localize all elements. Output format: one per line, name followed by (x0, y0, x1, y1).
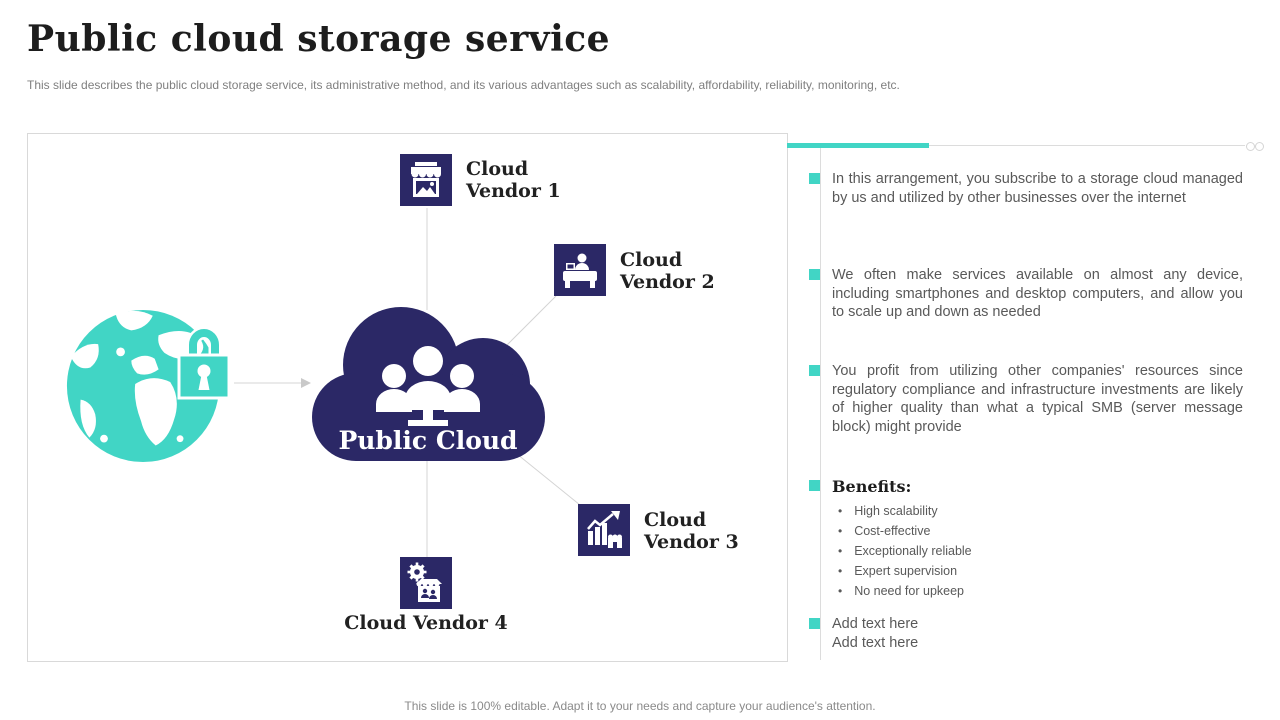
slide-subtitle: This slide describes the public cloud st… (27, 78, 900, 92)
accent-bar (787, 143, 929, 148)
public-cloud-shape: Public Cloud (311, 299, 546, 463)
header-rule (929, 145, 1245, 146)
vendor-label-2: Cloud Vendor 2 (620, 249, 715, 293)
add-text-placeholder[interactable]: Add text here (832, 634, 919, 651)
square-bullet-icon (809, 269, 820, 280)
vendor-label-3: Cloud Vendor 3 (644, 509, 739, 553)
dot-bullet-icon: • (838, 584, 843, 598)
add-text-section: Add text here Add text here (809, 615, 1243, 652)
benefit-item: • High scalability (838, 504, 938, 518)
benefit-item: • Expert supervision (838, 564, 958, 578)
people-group-icon (376, 346, 480, 426)
add-text-placeholder[interactable]: Add text here (832, 616, 919, 632)
store-gear-icon (400, 557, 452, 609)
bullet-text: In this arrangement, you subscribe to a … (832, 171, 1243, 206)
growth-chart-store-icon (578, 504, 630, 556)
diagram-panel: Public Cloud Cloud Vendor 1 (27, 133, 788, 662)
panel-vertical-rule (820, 148, 821, 660)
benefits-title: Benefits: (832, 477, 912, 496)
bullet-item: In this arrangement, you subscribe to a … (809, 170, 1243, 207)
bullet-text: We often make services available on almo… (832, 267, 1243, 320)
public-cloud-label: Public Cloud (338, 426, 517, 455)
padlock-icon (174, 322, 234, 400)
storefront-icon (400, 154, 452, 206)
bullet-text: You profit from utilizing other companie… (832, 363, 1243, 435)
page-title: Public cloud storage service (27, 18, 611, 60)
benefits-section: Benefits: • High scalability • Cost-effe… (809, 477, 1243, 604)
benefit-item: • Cost-effective (838, 524, 931, 538)
rule-end-dot (1246, 142, 1255, 151)
square-bullet-icon (809, 173, 820, 184)
dot-bullet-icon: • (838, 564, 843, 578)
connector-lines (234, 208, 581, 557)
vendor-label-1: Cloud Vendor 1 (466, 158, 561, 202)
rule-end-dot (1255, 142, 1264, 151)
vendor-desk-icon (554, 244, 606, 296)
dot-bullet-icon: • (838, 504, 843, 518)
square-bullet-icon (809, 618, 820, 629)
benefit-item: • No need for upkeep (838, 584, 965, 598)
vendor-label-4: Cloud Vendor 4 (344, 612, 508, 634)
benefit-item: • Exceptionally reliable (838, 544, 972, 558)
dot-bullet-icon: • (838, 544, 843, 558)
bullet-item: You profit from utilizing other companie… (809, 362, 1243, 436)
square-bullet-icon (809, 480, 820, 491)
dot-bullet-icon: • (838, 524, 843, 538)
square-bullet-icon (809, 365, 820, 376)
bullet-item: We often make services available on almo… (809, 266, 1243, 322)
slide-footer-note: This slide is 100% editable. Adapt it to… (404, 699, 876, 713)
